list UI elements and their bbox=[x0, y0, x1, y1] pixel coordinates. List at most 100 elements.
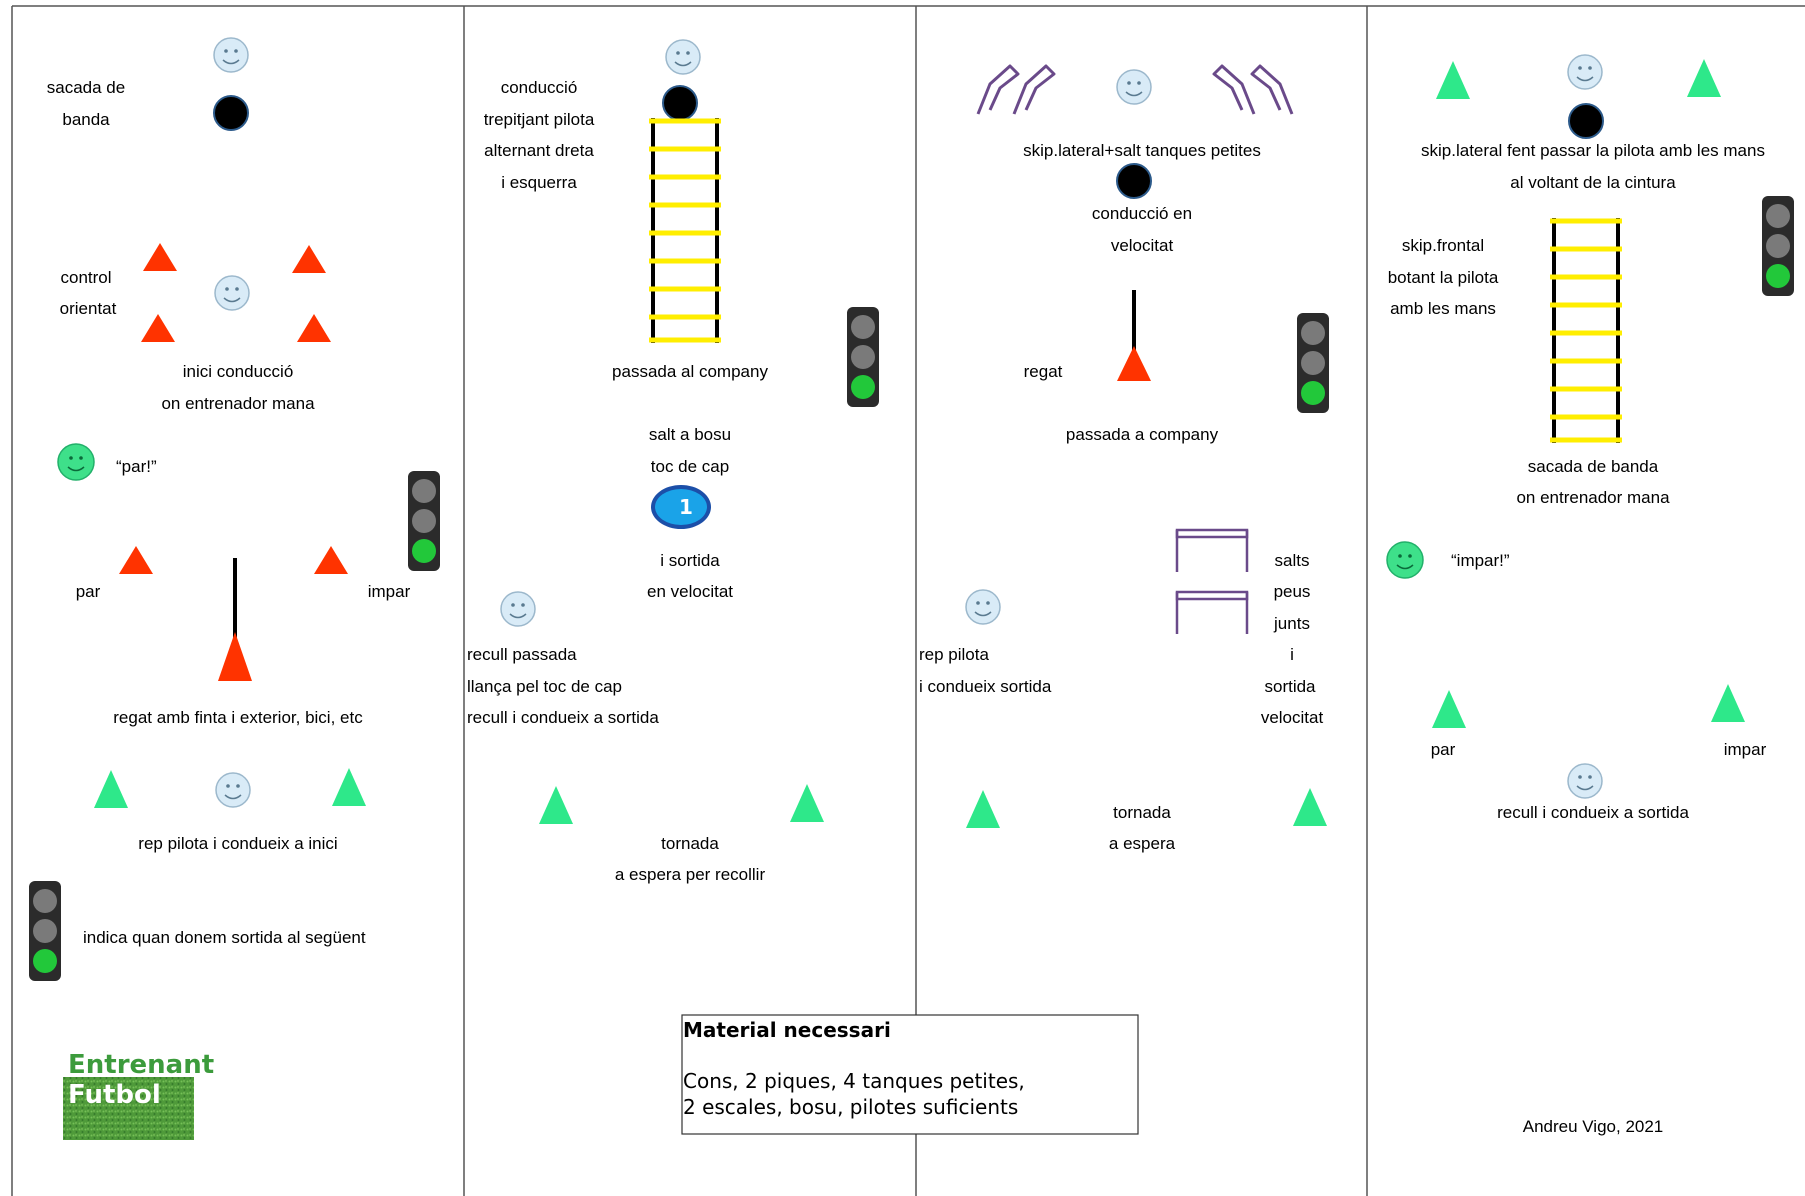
label-skip: skip.lateral+salt tanques petites bbox=[1023, 141, 1261, 160]
label-skip-1: skip.lateral fent passar la pilota amb l… bbox=[1421, 141, 1765, 160]
label-sacada-2: on entrenador mana bbox=[1516, 488, 1670, 507]
cone-icon bbox=[966, 790, 1000, 828]
station-1: sacada de banda control orientat inici c… bbox=[29, 37, 440, 1140]
logo: Entrenant Futbol bbox=[63, 1050, 214, 1140]
mini-hurdle-icon bbox=[1012, 64, 1056, 116]
label-cond-1: conducció bbox=[501, 78, 578, 97]
label-par: par bbox=[1431, 740, 1456, 759]
player-icon bbox=[215, 772, 251, 808]
cone-icon bbox=[94, 770, 128, 808]
player-icon bbox=[665, 39, 701, 75]
cone-icon bbox=[119, 546, 153, 574]
label-cond-1: conducció en bbox=[1092, 204, 1192, 223]
label-salts-5: sortida bbox=[1264, 677, 1316, 696]
label-sacada-2: banda bbox=[62, 110, 110, 129]
label-par: par bbox=[76, 582, 101, 601]
author-credit: Andreu Vigo, 2021 bbox=[1523, 1117, 1664, 1136]
logo-text-2: Futbol bbox=[68, 1080, 161, 1110]
label-salt-2: toc de cap bbox=[651, 457, 729, 476]
label-regat: regat bbox=[1024, 362, 1063, 381]
label-passada: passada a company bbox=[1066, 425, 1219, 444]
coach-icon bbox=[57, 443, 95, 481]
traffic-light-icon bbox=[408, 471, 440, 571]
cone-icon bbox=[539, 786, 573, 824]
label-recull-2: llança pel toc de cap bbox=[467, 677, 622, 696]
label-impar: impar bbox=[368, 582, 411, 601]
label-salts-1: salts bbox=[1275, 551, 1310, 570]
label-inici-2: on entrenador mana bbox=[161, 394, 315, 413]
label-sacada-1: sacada de banda bbox=[1528, 457, 1659, 476]
label-front-3: amb les mans bbox=[1390, 299, 1496, 318]
label-tornada-1: tornada bbox=[1113, 803, 1171, 822]
label-rep: rep pilota i condueix a inici bbox=[138, 834, 337, 853]
label-tornada-2: a espera bbox=[1109, 834, 1176, 853]
mini-hurdle-icon bbox=[1212, 64, 1256, 116]
traffic-light-icon bbox=[1297, 313, 1329, 413]
bosu-icon: 1 bbox=[651, 485, 711, 529]
hurdle-icon bbox=[1175, 590, 1249, 636]
label-control-2: orientat bbox=[60, 299, 117, 318]
cone-icon bbox=[1117, 346, 1151, 381]
cone-icon bbox=[1432, 690, 1466, 728]
cone-icon bbox=[1436, 61, 1470, 99]
ladder-icon bbox=[649, 118, 721, 343]
label-regat: regat amb finta i exterior, bici, etc bbox=[113, 708, 363, 727]
player-icon bbox=[213, 37, 249, 73]
traffic-light-icon bbox=[29, 881, 61, 981]
material-title: Material necessari bbox=[683, 1018, 891, 1042]
label-rep-1: rep pilota bbox=[919, 645, 989, 664]
label-front-2: botant la pilota bbox=[1388, 268, 1499, 287]
label-salts-6: velocitat bbox=[1261, 708, 1324, 727]
label-sortida-1: i sortida bbox=[660, 551, 720, 570]
material-box: Material necessari Cons, 2 piques, 4 tan… bbox=[681, 1014, 1139, 1135]
label-recull-3: recull i condueix a sortida bbox=[467, 708, 659, 727]
label-par-call: “par!” bbox=[116, 457, 157, 476]
label-cond-2: velocitat bbox=[1111, 236, 1174, 255]
label-skip-2: al voltant de la cintura bbox=[1510, 173, 1676, 192]
mini-hurdle-icon bbox=[1250, 64, 1294, 116]
label-salt-1: salt a bosu bbox=[649, 425, 731, 444]
coach-icon bbox=[1386, 541, 1424, 579]
station-3: skip.lateral+salt tanques petites conduc… bbox=[919, 64, 1329, 853]
label-front-1: skip.frontal bbox=[1402, 236, 1484, 255]
material-line-2: 2 escales, bosu, pilotes suficients bbox=[683, 1095, 1018, 1119]
label-tornada-1: tornada bbox=[661, 834, 719, 853]
player-icon bbox=[500, 591, 536, 627]
label-recull-1: recull passada bbox=[467, 645, 577, 664]
traffic-light-icon bbox=[847, 307, 879, 407]
label-recull: recull i condueix a sortida bbox=[1497, 803, 1689, 822]
cone-icon bbox=[1687, 59, 1721, 97]
cone-icon bbox=[292, 245, 326, 273]
ball-icon bbox=[662, 85, 698, 121]
ball-icon bbox=[1568, 103, 1604, 139]
label-cond-2: trepitjant pilota bbox=[484, 110, 595, 129]
player-icon bbox=[1567, 54, 1603, 90]
label-passada: passada al company bbox=[612, 362, 768, 381]
column-dividers bbox=[11, 5, 1805, 1196]
player-icon bbox=[965, 589, 1001, 625]
cone-icon bbox=[141, 314, 175, 342]
label-salts-3: junts bbox=[1273, 614, 1310, 633]
label-sortida-2: en velocitat bbox=[647, 582, 733, 601]
cone-icon bbox=[297, 314, 331, 342]
logo-text-1: Entrenant bbox=[68, 1050, 214, 1080]
cone-icon bbox=[218, 632, 252, 681]
label-salts-4: i bbox=[1290, 645, 1294, 664]
cone-icon bbox=[1711, 684, 1745, 722]
label-tornada-2: a espera per recollir bbox=[615, 865, 766, 884]
label-cond-3: alternant dreta bbox=[484, 141, 594, 160]
bosu-number: 1 bbox=[679, 495, 693, 519]
label-inici-1: inici conducció bbox=[183, 362, 294, 381]
label-salts-2: peus bbox=[1274, 582, 1311, 601]
hurdle-icon bbox=[1175, 528, 1249, 574]
label-rep-2: i condueix sortida bbox=[919, 677, 1052, 696]
station-4: skip.lateral fent passar la pilota amb l… bbox=[1386, 54, 1794, 1136]
cone-icon bbox=[314, 546, 348, 574]
ball-icon bbox=[213, 95, 249, 131]
label-control-1: control bbox=[60, 268, 111, 287]
player-icon bbox=[214, 275, 250, 311]
ladder-icon bbox=[1550, 218, 1622, 443]
label-impar: impar bbox=[1724, 740, 1767, 759]
player-icon bbox=[1567, 763, 1603, 799]
